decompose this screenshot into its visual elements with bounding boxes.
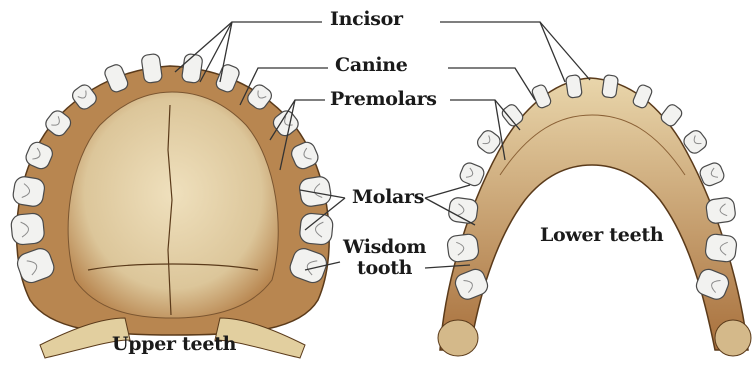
- lower-jaw: [438, 78, 751, 356]
- upper-tooth-left-8: [141, 53, 163, 83]
- label-premolars: Premolars: [330, 90, 437, 109]
- label-upper-teeth: Upper teeth: [112, 335, 236, 354]
- label-lower-teeth: Lower teeth: [540, 226, 663, 245]
- lower-tooth-left-3: [448, 197, 479, 225]
- mandible-cut-left: [438, 320, 478, 356]
- label-wisdom-line1: Wisdom: [343, 238, 426, 257]
- incisor-leader-lower: [440, 22, 565, 82]
- lower-tooth-left-2: [447, 233, 480, 263]
- upper-tooth-left-3: [12, 175, 46, 207]
- lower-tooth-right-6: [705, 197, 736, 225]
- lower-tooth-left-4: [458, 161, 486, 188]
- molars-leader-lower: [425, 185, 470, 198]
- label-wisdom-line2: tooth: [343, 259, 426, 278]
- label-molars: Molars: [352, 188, 424, 207]
- upper-tooth-right-7: [299, 213, 334, 246]
- mandible-body: [440, 78, 748, 350]
- upper-tooth-left-2: [10, 213, 45, 246]
- incisor-leader-upper: [200, 22, 322, 82]
- lower-tooth-right-7: [705, 233, 738, 263]
- label-wisdom-tooth: Wisdom tooth: [343, 238, 426, 278]
- upper-tooth-right-1: [181, 53, 203, 83]
- lower-tooth-right-1: [602, 75, 619, 99]
- label-canine: Canine: [335, 56, 408, 75]
- canine-leader-lower: [448, 68, 535, 100]
- upper-palate-inner: [68, 92, 278, 318]
- lower-tooth-left-8: [565, 75, 582, 99]
- label-incisor: Incisor: [330, 10, 403, 29]
- upper-jaw: [17, 66, 330, 358]
- mandible-cut-right: [715, 320, 751, 356]
- upper-tooth-right-6: [298, 175, 332, 207]
- incisor-leader-lower-2: [540, 22, 590, 80]
